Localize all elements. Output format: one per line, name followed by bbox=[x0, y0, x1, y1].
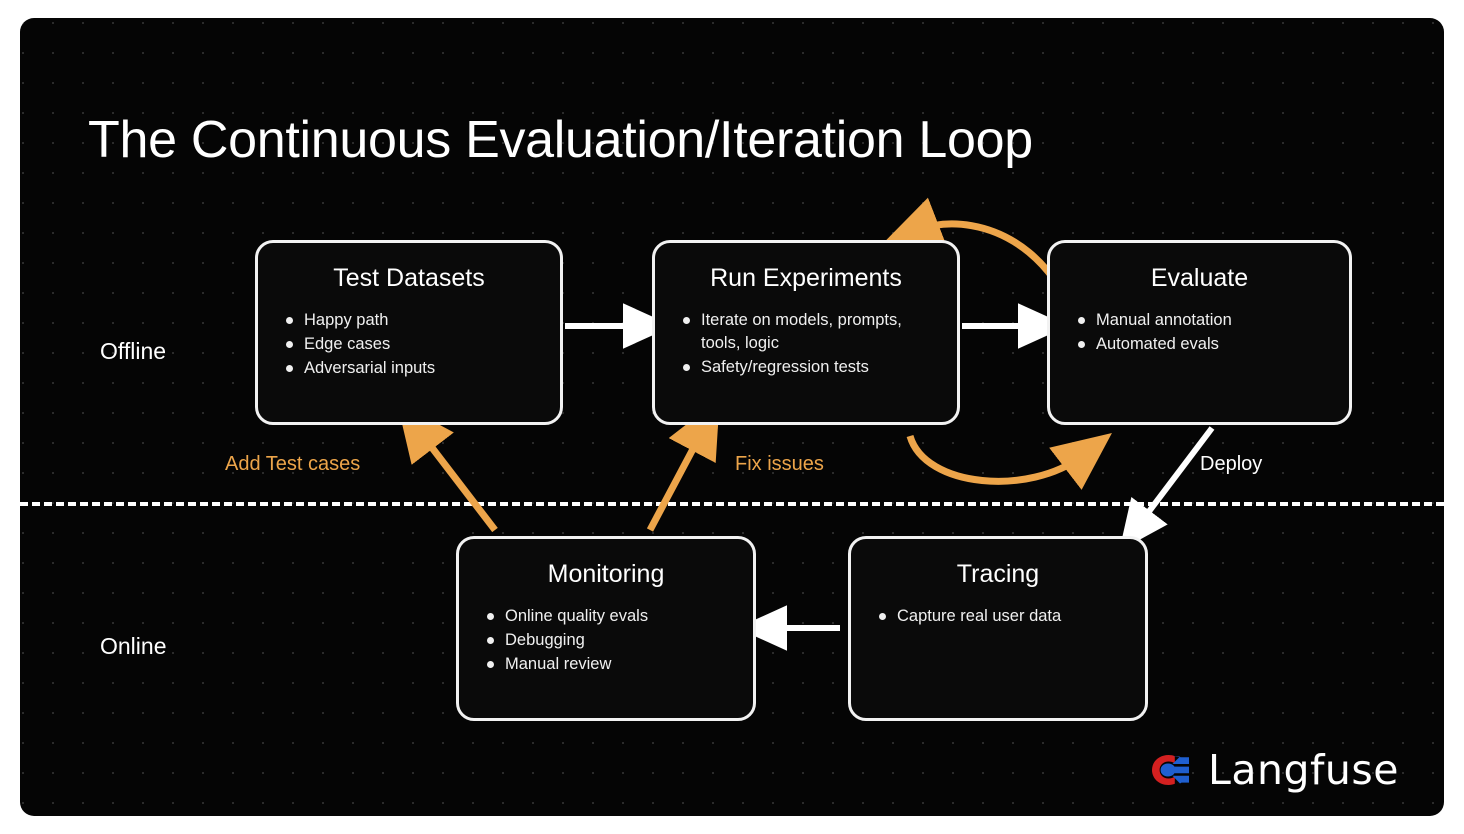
list-item: Manual review bbox=[485, 653, 739, 676]
arc-experiments-to-evaluate bbox=[906, 432, 1112, 490]
node-tracing[interactable]: Tracing Capture real user data bbox=[848, 536, 1148, 721]
band-label-offline: Offline bbox=[100, 338, 167, 364]
brand-langfuse: Langfuse bbox=[1148, 746, 1399, 794]
offline-online-divider bbox=[20, 502, 1444, 506]
edge-label-deploy: Deploy bbox=[1200, 453, 1263, 475]
node-evaluate[interactable]: Evaluate Manual annotation Automated eva… bbox=[1047, 240, 1352, 425]
node-run-experiments[interactable]: Run Experiments Iterate on models, promp… bbox=[652, 240, 960, 425]
list-item: Debugging bbox=[485, 629, 739, 652]
node-title-run-experiments: Run Experiments bbox=[710, 264, 902, 292]
node-monitoring[interactable]: Monitoring Online quality evals Debuggin… bbox=[456, 536, 756, 721]
list-item: Edge cases bbox=[284, 333, 546, 356]
node-list-run-experiments: Iterate on models, prompts, tools, logic… bbox=[655, 309, 957, 380]
list-item: Capture real user data bbox=[877, 605, 1131, 628]
list-item: Safety/regression tests bbox=[681, 356, 943, 379]
edge-label-add-test-cases: Add Test cases bbox=[225, 453, 361, 475]
node-list-evaluate: Manual annotation Automated evals bbox=[1050, 309, 1349, 357]
band-label-online: Online bbox=[100, 633, 167, 659]
node-title-test-datasets: Test Datasets bbox=[333, 264, 485, 292]
page-title: The Continuous Evaluation/Iteration Loop bbox=[88, 111, 1033, 169]
edge-label-fix-issues: Fix issues bbox=[735, 453, 824, 475]
arrow-monitoring-to-experiments-fix-issues bbox=[646, 398, 720, 532]
node-list-monitoring: Online quality evals Debugging Manual re… bbox=[459, 605, 753, 677]
list-item: Online quality evals bbox=[485, 605, 739, 628]
node-title-evaluate: Evaluate bbox=[1150, 264, 1249, 292]
node-test-datasets[interactable]: Test Datasets Happy path Edge cases Adve… bbox=[255, 240, 563, 425]
langfuse-logo-icon bbox=[1152, 755, 1189, 785]
node-list-tracing: Capture real user data bbox=[851, 605, 1145, 628]
diagram-canvas: The Continuous Evaluation/Iteration Loop… bbox=[20, 18, 1444, 816]
node-list-test-datasets: Happy path Edge cases Adversarial inputs bbox=[258, 309, 560, 381]
arrow-evaluate-to-tracing-deploy bbox=[1119, 426, 1215, 551]
list-item: Manual annotation bbox=[1076, 309, 1335, 332]
node-title-tracing: Tracing bbox=[956, 560, 1040, 588]
arrow-monitoring-to-datasets-add-test-cases bbox=[397, 401, 498, 533]
brand-name: Langfuse bbox=[1208, 746, 1399, 794]
list-item: Iterate on models, prompts, tools, logic bbox=[681, 309, 943, 356]
list-item: Adversarial inputs bbox=[284, 357, 546, 380]
list-item: Automated evals bbox=[1076, 333, 1335, 356]
node-title-monitoring: Monitoring bbox=[547, 560, 665, 588]
list-item: Happy path bbox=[284, 309, 546, 332]
